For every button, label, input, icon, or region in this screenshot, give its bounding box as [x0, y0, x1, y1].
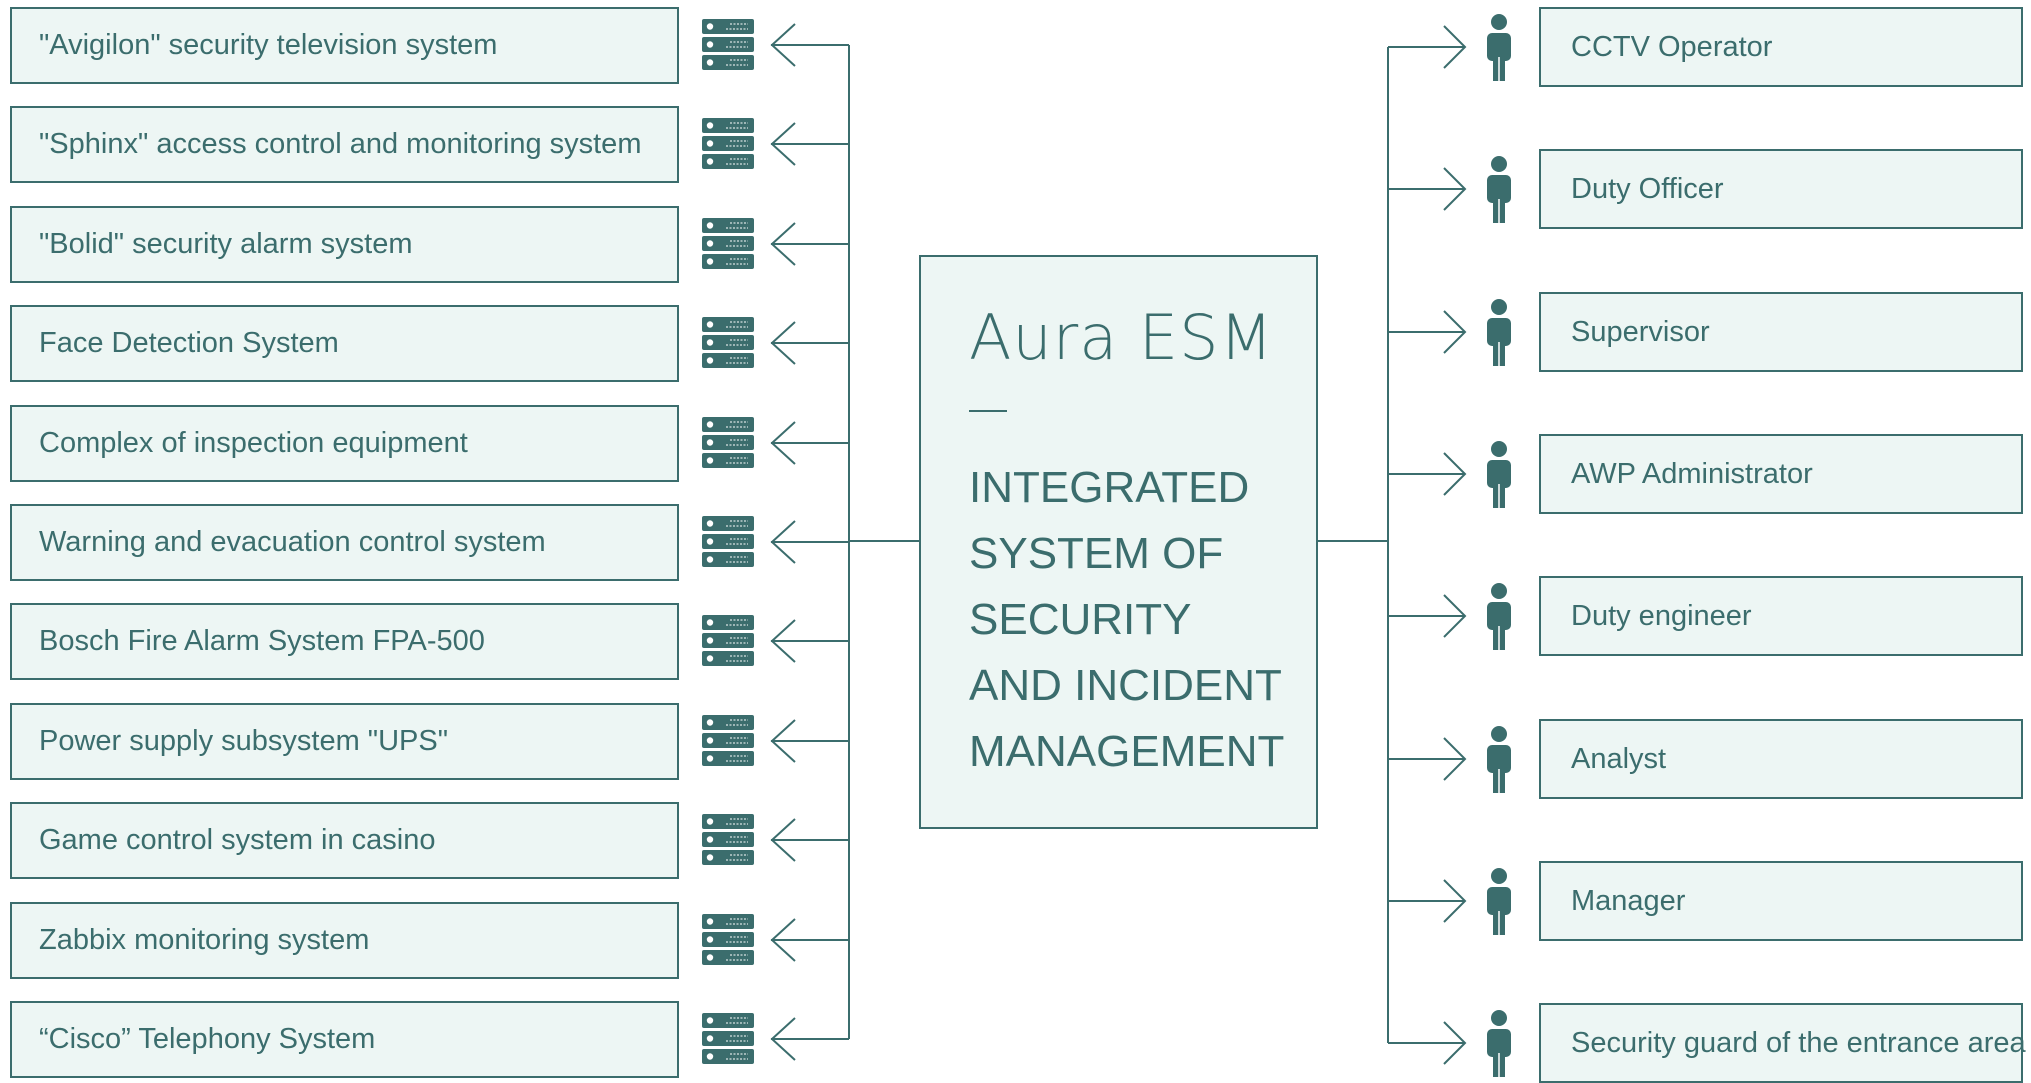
system-box: “Cisco” Telephony System: [10, 1001, 679, 1078]
arrow-left-icon: [770, 619, 796, 663]
product-title: Aura ESM: [969, 301, 1274, 374]
person-icon: [1487, 14, 1511, 81]
arrow-right-icon: [1443, 167, 1467, 211]
server-icon: [702, 19, 754, 70]
server-icon: [702, 615, 754, 666]
person-icon: [1487, 156, 1511, 223]
arrow-left-icon: [770, 222, 796, 266]
role-label: Manager: [1571, 884, 1686, 917]
server-icon: [702, 118, 754, 169]
server-icon: [702, 1013, 754, 1064]
arrow-right-icon: [1443, 452, 1467, 496]
system-box: Zabbix monitoring system: [10, 902, 679, 979]
aura-esm-box: Aura ESM INTEGRATED SYSTEM OF SECURITY A…: [919, 255, 1318, 829]
role-label: Duty Officer: [1571, 172, 1724, 205]
system-box: "Avigilon" security television system: [10, 7, 679, 84]
person-icon: [1487, 441, 1511, 508]
server-icon: [702, 417, 754, 468]
system-box: Warning and evacuation control system: [10, 504, 679, 581]
role-label: AWP Administrator: [1571, 457, 1813, 490]
server-icon: [702, 914, 754, 965]
title-divider: [969, 410, 1007, 412]
role-label: CCTV Operator: [1571, 30, 1773, 63]
arrow-left-icon: [770, 520, 796, 564]
system-label: Zabbix monitoring system: [39, 924, 370, 956]
arrow-left-icon: [770, 1017, 796, 1061]
server-icon: [702, 516, 754, 567]
system-box: Face Detection System: [10, 305, 679, 382]
system-label: "Avigilon" security television system: [39, 29, 498, 61]
product-subtitle: INTEGRATED SYSTEM OF SECURITY AND INCIDE…: [969, 463, 1285, 776]
role-box: Security guard of the entrance area: [1539, 1003, 2026, 1083]
role-label: Analyst: [1571, 742, 1667, 775]
arrow-left-icon: [770, 918, 796, 962]
person-icon: [1487, 583, 1511, 650]
arrow-left-icon: [770, 321, 796, 365]
role-box: AWP Administrator: [1539, 434, 2023, 514]
role-box: Analyst: [1539, 719, 2023, 799]
arrow-left-icon: [770, 421, 796, 465]
system-box: Bosch Fire Alarm System FPA-500: [10, 603, 679, 680]
arrow-right-icon: [1443, 310, 1467, 354]
person-icon: [1487, 299, 1511, 366]
arrow-right-icon: [1443, 737, 1467, 781]
arrow-left-icon: [770, 122, 796, 166]
server-icon: [702, 317, 754, 368]
server-icon: [702, 218, 754, 269]
system-label: Complex of inspection equipment: [39, 427, 468, 459]
system-box: Game control system in casino: [10, 802, 679, 879]
arrow-left-icon: [770, 23, 796, 67]
role-box: Manager: [1539, 861, 2023, 941]
system-label: Power supply subsystem "UPS": [39, 725, 449, 757]
system-label: “Cisco” Telephony System: [39, 1023, 376, 1055]
system-label: Bosch Fire Alarm System FPA-500: [39, 625, 485, 657]
server-icon: [702, 814, 754, 865]
arrow-right-icon: [1443, 879, 1467, 923]
role-label: Security guard of the entrance area: [1571, 1026, 2026, 1059]
person-icon: [1487, 726, 1511, 793]
system-box: Complex of inspection equipment: [10, 405, 679, 482]
role-box: Duty Officer: [1539, 149, 2023, 229]
person-icon: [1487, 1010, 1511, 1077]
server-icon: [702, 715, 754, 766]
role-box: Duty engineer: [1539, 576, 2023, 656]
arrow-left-icon: [770, 719, 796, 763]
arrow-right-icon: [1443, 1021, 1467, 1065]
system-label: Warning and evacuation control system: [39, 526, 546, 558]
arrow-right-icon: [1443, 594, 1467, 638]
system-label: Face Detection System: [39, 327, 339, 359]
system-label: "Bolid" security alarm system: [39, 228, 413, 260]
role-label: Duty engineer: [1571, 599, 1752, 632]
role-box: Supervisor: [1539, 292, 2023, 372]
system-box: "Sphinx" access control and monitoring s…: [10, 106, 679, 183]
arrow-right-icon: [1443, 25, 1467, 69]
system-label: Game control system in casino: [39, 824, 436, 856]
role-box: CCTV Operator: [1539, 7, 2023, 87]
system-label: "Sphinx" access control and monitoring s…: [39, 128, 642, 160]
system-box: "Bolid" security alarm system: [10, 206, 679, 283]
role-label: Supervisor: [1571, 315, 1710, 348]
arrow-left-icon: [770, 818, 796, 862]
person-icon: [1487, 868, 1511, 935]
system-box: Power supply subsystem "UPS": [10, 703, 679, 780]
